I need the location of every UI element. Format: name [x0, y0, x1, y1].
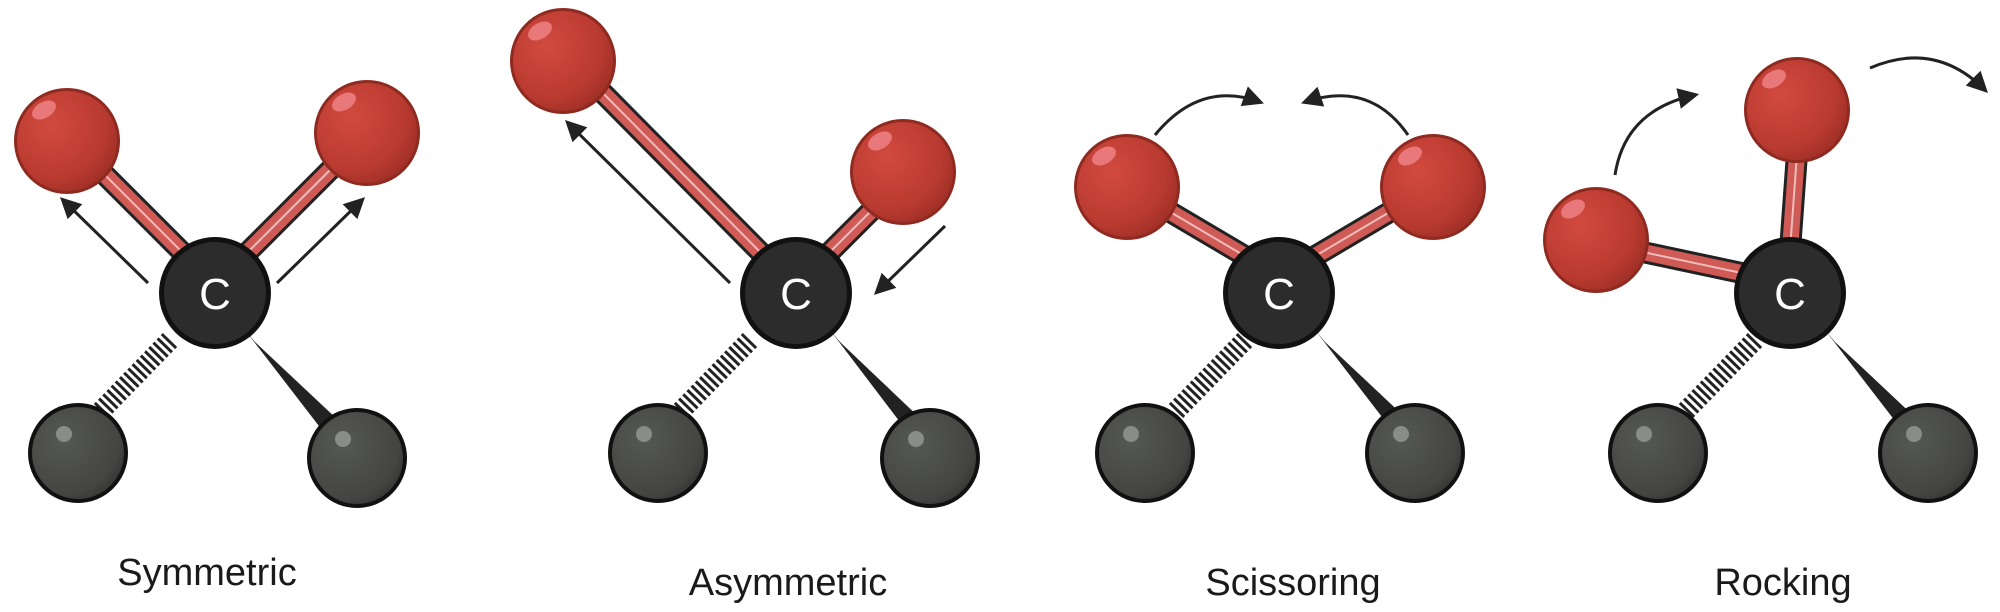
rotation-arrow-right [1869, 56, 1988, 93]
ligand-atom [28, 403, 128, 503]
oxygen-atom [314, 80, 420, 186]
wedge-bond [1825, 330, 1918, 430]
stretch-arrow-out [565, 120, 732, 285]
hashed-bond [1677, 333, 1763, 419]
panel-symmetric: C Symmetric [14, 80, 420, 594]
ligand-atom [1095, 403, 1195, 503]
carbon-symbol: C [199, 270, 231, 319]
rotation-arrow-right [1301, 86, 1410, 136]
stretch-arrow-in [873, 224, 947, 295]
hashed-bond [1167, 333, 1253, 419]
double-bond-left [579, 69, 781, 273]
oxygen-atom [1543, 187, 1649, 293]
wedge-bond [830, 330, 922, 430]
wedge-bond [1315, 330, 1408, 430]
ligand-atom [880, 408, 980, 508]
carbon-atom: C [740, 237, 852, 349]
carbon-atom: C [1223, 237, 1335, 349]
oxygen-atom [510, 8, 616, 114]
carbon-atom: C [159, 237, 271, 349]
panel-asymmetric: C Asymmetric [510, 8, 980, 604]
ligand-atom [1878, 403, 1978, 503]
ligand-atom [608, 403, 708, 503]
ligand-atom [1365, 403, 1465, 503]
panel-scissoring: C Scissoring [1074, 86, 1486, 604]
carbon-symbol: C [1263, 270, 1295, 319]
stretch-arrow-left [59, 197, 150, 285]
ligand-atom [1608, 403, 1708, 503]
hashed-bond [672, 333, 758, 419]
oxygen-atom [1380, 134, 1486, 240]
panel-rocking: C Rocking [1543, 56, 1988, 604]
rotation-arrow-left [1153, 86, 1264, 136]
oxygen-atom [1074, 134, 1180, 240]
carbon-atom: C [1734, 237, 1846, 349]
stretch-arrow-right [275, 197, 366, 285]
oxygen-atom [14, 88, 120, 194]
ligand-atom [307, 408, 407, 508]
oxygen-atom [1744, 57, 1850, 163]
carbon-symbol: C [780, 270, 812, 319]
panel-label-rocking: Rocking [1714, 562, 1851, 604]
panel-label-scissoring: Scissoring [1205, 562, 1380, 604]
carbon-symbol: C [1774, 270, 1806, 319]
rotation-arrow-left [1613, 88, 1700, 176]
panel-label-symmetric: Symmetric [117, 552, 296, 594]
panel-label-asymmetric: Asymmetric [689, 562, 887, 604]
oxygen-atom [850, 119, 956, 225]
hashed-bond [92, 333, 178, 419]
wedge-bond [245, 330, 338, 430]
